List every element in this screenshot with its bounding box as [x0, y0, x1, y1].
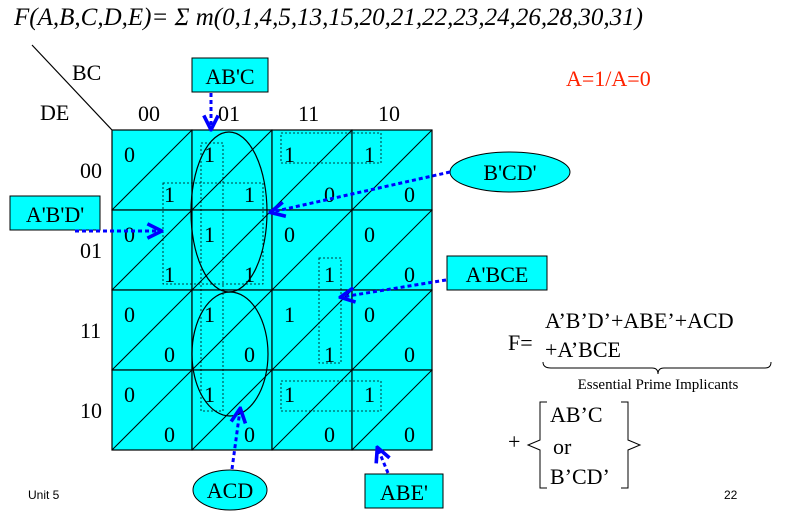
optional-term-2: B’CD’	[550, 464, 610, 489]
cell-value-a0: 1	[284, 142, 295, 167]
cell-diagonal	[351, 369, 433, 451]
row-header-01: 01	[80, 238, 102, 263]
cell-value-a1: 0	[404, 182, 415, 207]
function-title: F(A,B,C,D,E)= Σ m(0,1,4,5,13,15,20,21,22…	[14, 4, 643, 31]
cell-value-a1: 1	[324, 342, 335, 367]
cell-value-a1: 0	[404, 262, 415, 287]
cell-diagonal	[191, 129, 273, 211]
cell-value-a0: 1	[204, 142, 215, 167]
col-header-01: 01	[218, 101, 240, 126]
cell-value-a0: 0	[124, 302, 135, 327]
cell-value-a1: 1	[164, 182, 175, 207]
col-header-10: 10	[378, 101, 400, 126]
cell-value-a1: 0	[324, 182, 335, 207]
row-header-11: 11	[80, 318, 101, 343]
cell-diagonal	[111, 129, 193, 211]
cell-value-a1: 0	[324, 422, 335, 447]
cell-value-a1: 0	[244, 422, 255, 447]
cell-diagonal	[271, 369, 353, 451]
cell-value-a0: 1	[284, 302, 295, 327]
toggle-note: A=1/A=0	[566, 66, 651, 91]
cell-value-a1: 1	[244, 182, 255, 207]
cell-value-a0: 0	[124, 142, 135, 167]
callout-abe-box	[364, 473, 444, 509]
cell-value-a0: 1	[204, 382, 215, 407]
footer-unit: Unit 5	[28, 488, 60, 502]
cell-value-a0: 1	[204, 302, 215, 327]
footer-page: 22	[724, 488, 738, 502]
corner-col-var: DE	[40, 100, 69, 125]
corner-diagonal	[31, 44, 113, 131]
callout-acd-label: ACD	[207, 478, 253, 503]
cell-value-a1: 0	[244, 342, 255, 367]
cell-diagonal	[191, 289, 273, 371]
callout-abce-box	[446, 255, 548, 291]
callout-bcd-arrow	[272, 170, 451, 212]
cell-diagonal	[351, 289, 433, 371]
result-line1: A’B’D’+ABE’+ACD	[545, 308, 734, 333]
callout-abc-label: AB'C	[205, 64, 254, 89]
group-box-bcd-top	[280, 132, 382, 164]
cell-value-a0: 1	[204, 222, 215, 247]
kmap-grid: 0 1 1 1 1 0 1 0 0 1 1 1 0 1 0 0 0 0 1 0 1 1 0 0 0 0 1 0 1 0 1 0	[111, 129, 433, 451]
group-box-abc	[200, 142, 224, 412]
cell-value-a1: 0	[404, 342, 415, 367]
callout-abe-label: ABE'	[380, 480, 428, 505]
group-box-bcd-bottom	[280, 380, 382, 412]
cell-value-a1: 1	[324, 262, 335, 287]
callout-abce-arrow	[342, 278, 447, 297]
cell-value-a1: 1	[244, 262, 255, 287]
callout-abe-arrow	[378, 449, 388, 474]
cell-value-a0: 0	[124, 222, 135, 247]
row-header-10: 10	[80, 398, 102, 423]
callout-bcd-label: B'CD'	[483, 160, 536, 185]
cell-diagonal	[111, 289, 193, 371]
cell-diagonal	[271, 129, 353, 211]
cell-diagonal	[351, 209, 433, 291]
cell-value-a1: 0	[164, 422, 175, 447]
cell-value-a0: 0	[284, 222, 295, 247]
cell-value-a0: 0	[364, 222, 375, 247]
cell-value-a1: 1	[164, 262, 175, 287]
epi-underbrace	[542, 361, 772, 375]
epi-caption: Essential Prime Implicants	[578, 377, 739, 393]
cell-value-a0: 1	[284, 382, 295, 407]
cell-diagonal	[191, 209, 273, 291]
cell-diagonal	[271, 209, 353, 291]
cell-diagonal	[111, 369, 193, 451]
optional-plus: +	[508, 429, 520, 454]
cell-value-a1: 0	[404, 422, 415, 447]
callout-acd-ellipse	[192, 469, 268, 511]
callout-abce-label: A'BCE	[466, 262, 529, 287]
col-header-11: 11	[298, 101, 319, 126]
cell-value-a0: 1	[364, 382, 375, 407]
cell-value-a0: 0	[364, 302, 375, 327]
callout-abc-box	[191, 57, 269, 93]
cell-value-a0: 0	[124, 382, 135, 407]
result-line2: +A’BCE	[545, 337, 621, 362]
cell-value-a0: 1	[364, 142, 375, 167]
cell-diagonal	[111, 209, 193, 291]
optional-term-1: AB’C	[550, 402, 603, 427]
col-header-00: 00	[138, 101, 160, 126]
row-header-00: 00	[80, 158, 102, 183]
callout-abd-box	[9, 195, 101, 231]
result-f-label: F=	[508, 330, 533, 355]
cell-diagonal	[351, 129, 433, 211]
optional-or: or	[553, 434, 572, 459]
callout-acd-arrow	[232, 410, 240, 470]
cell-value-a1: 0	[164, 342, 175, 367]
optional-right-bracket	[621, 401, 642, 489]
callout-abd-label: A'B'D'	[26, 202, 84, 227]
optional-left-bracket	[526, 401, 547, 489]
group-box-abce	[318, 257, 342, 364]
group-box-abd	[162, 182, 264, 285]
corner-row-var: BC	[72, 60, 101, 85]
